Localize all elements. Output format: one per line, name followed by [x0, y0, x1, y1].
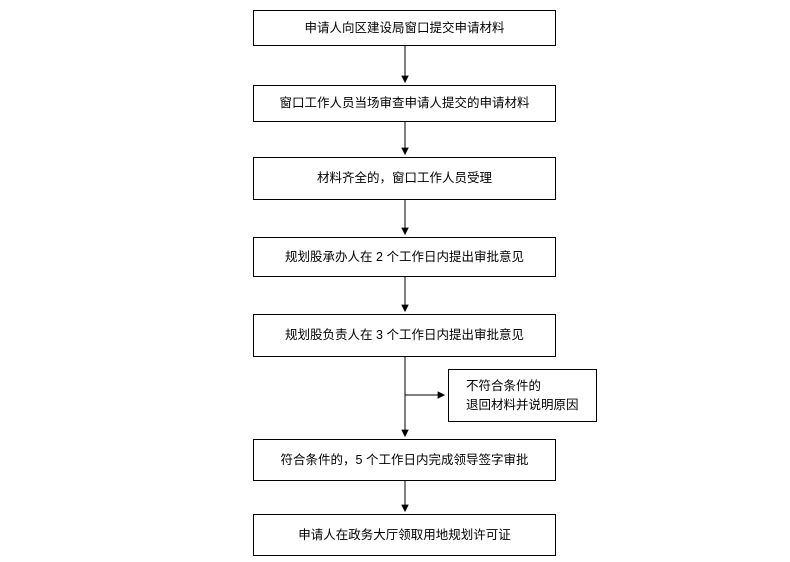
- node-onsite-review-label: 窗口工作人员当场审查申请人提交的申请材料: [279, 96, 530, 111]
- node-handler-opinion-label: 规划股承办人在 2 个工作日内提出审批意见: [285, 249, 524, 264]
- node-submit-materials-label: 申请人向区建设局窗口提交申请材料: [304, 20, 505, 35]
- node-leader-approval-label: 符合条件的，5 个工作日内完成领导签字审批: [280, 452, 529, 467]
- node-acceptance-label: 材料齐全的，窗口工作人员受理: [316, 171, 492, 186]
- node-submit-materials: 申请人向区建设局窗口提交申请材料: [253, 10, 556, 46]
- node-reject-return-label: 不符合条件的 退回材料并说明原因: [466, 378, 579, 412]
- node-issue-permit-label: 申请人在政务大厅领取用地规划许可证: [298, 527, 511, 542]
- node-issue-permit: 申请人在政务大厅领取用地规划许可证: [253, 514, 556, 556]
- node-section-chief-opinion-label: 规划股负责人在 3 个工作日内提出审批意见: [285, 328, 524, 343]
- node-reject-return: 不符合条件的 退回材料并说明原因: [448, 369, 597, 422]
- node-onsite-review: 窗口工作人员当场审查申请人提交的申请材料: [253, 85, 556, 122]
- node-acceptance: 材料齐全的，窗口工作人员受理: [253, 157, 556, 200]
- node-leader-approval: 符合条件的，5 个工作日内完成领导签字审批: [253, 439, 556, 481]
- node-section-chief-opinion: 规划股负责人在 3 个工作日内提出审批意见: [253, 314, 556, 357]
- node-handler-opinion: 规划股承办人在 2 个工作日内提出审批意见: [253, 237, 556, 277]
